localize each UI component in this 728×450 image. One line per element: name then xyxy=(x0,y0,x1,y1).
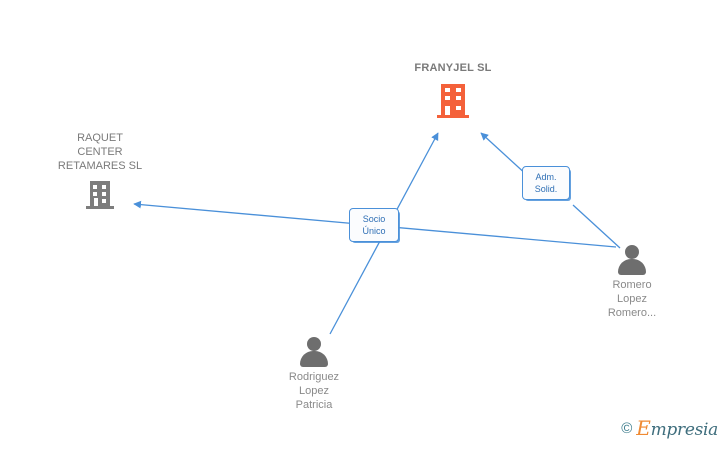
person-icon xyxy=(615,245,649,275)
badge-socio-unico-line-2: Único xyxy=(362,226,386,236)
building-icon xyxy=(86,181,114,209)
badge-socio-unico[interactable]: Socio Único xyxy=(349,208,399,242)
person-romero-label-line-1: Romero xyxy=(612,279,652,291)
related-company-label-line-3: RETAMARES SL xyxy=(57,160,143,172)
node-main-company[interactable]: FRANYJEL SL xyxy=(373,62,533,118)
person-romero-label: Romero Lopez Romero... xyxy=(552,278,712,320)
badge-adm-solid[interactable]: Adm. Solid. xyxy=(522,166,570,200)
brand-initial: E xyxy=(636,416,651,440)
person-romero-label-line-2: Lopez xyxy=(617,293,647,305)
person-rodriguez-label: Rodriguez Lopez Patricia xyxy=(234,370,394,412)
badge-adm-solid-line-1: Adm. xyxy=(535,172,557,182)
node-person-romero[interactable]: Romero Lopez Romero... xyxy=(552,245,712,320)
badge-adm-solid-line-2: Solid. xyxy=(534,184,558,194)
person-rodriguez-label-line-1: Rodriguez xyxy=(288,371,340,383)
brand-rest: mpresia xyxy=(650,420,719,440)
badge-socio-unico-line-1: Socio xyxy=(362,214,386,224)
building-icon xyxy=(437,84,469,118)
person-icon xyxy=(297,337,331,367)
watermark: © Empresia xyxy=(621,416,718,440)
person-rodriguez-label-line-2: Lopez xyxy=(299,385,329,397)
person-romero-label-line-3: Romero... xyxy=(607,307,657,319)
edge-romero-to-admsolid xyxy=(572,204,621,249)
edge-admsolid-to-franyjel xyxy=(480,132,529,177)
node-related-company[interactable]: RAQUET CENTER RETAMARES SL xyxy=(20,131,180,209)
main-company-label: FRANYJEL SL xyxy=(414,62,492,74)
related-company-label-line-1: RAQUET xyxy=(77,132,123,144)
related-company-label: RAQUET CENTER RETAMARES SL xyxy=(20,131,180,173)
brand-logo: Empresia xyxy=(636,416,718,440)
node-person-rodriguez[interactable]: Rodriguez Lopez Patricia xyxy=(234,337,394,412)
copyright-icon: © xyxy=(621,419,633,437)
person-rodriguez-label-line-3: Patricia xyxy=(295,399,333,411)
related-company-label-line-2: CENTER xyxy=(77,146,123,158)
